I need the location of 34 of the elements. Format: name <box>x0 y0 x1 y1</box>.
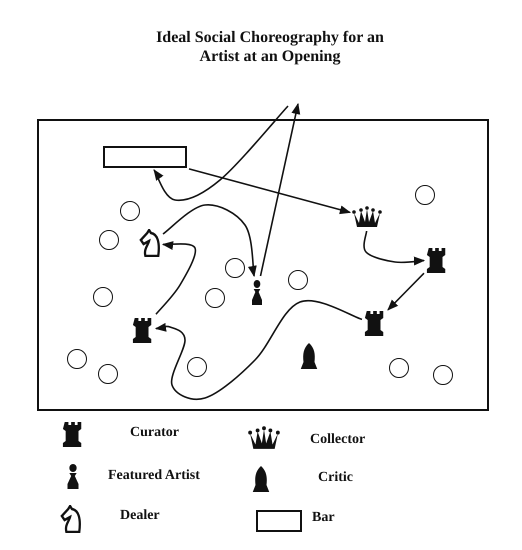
guest-circle <box>415 185 435 205</box>
rook-icon <box>426 246 448 274</box>
guest-circle <box>225 258 245 278</box>
legend-label: Critic <box>318 470 353 486</box>
arrow <box>363 230 426 266</box>
legend-label: Collector <box>310 432 366 448</box>
crown-icon <box>352 205 382 229</box>
legend-label: Bar <box>312 510 335 526</box>
legend-label: Featured Artist <box>108 468 200 484</box>
guest-circle <box>99 230 119 250</box>
arrow <box>188 168 352 214</box>
mitre-icon <box>298 342 320 370</box>
guest-circle <box>288 270 308 290</box>
guest-circle <box>93 287 113 307</box>
guest-circle <box>120 201 140 221</box>
guest-circle <box>205 288 225 308</box>
guest-circle <box>98 364 118 384</box>
guest-circle <box>187 357 207 377</box>
rook-icon <box>364 309 386 337</box>
legend-label: Dealer <box>120 508 160 524</box>
bar-box <box>103 146 187 168</box>
guest-circle <box>433 365 453 385</box>
guest-circle <box>67 349 87 369</box>
arrow <box>155 240 196 315</box>
arrow <box>260 102 300 276</box>
rook-icon <box>132 316 154 344</box>
arrow <box>153 105 289 202</box>
title: Ideal Social Choreography for an Artist at an Opening <box>155 28 385 66</box>
arrow <box>387 272 425 311</box>
arrow <box>154 300 362 400</box>
arrow <box>162 204 258 278</box>
knight-icon <box>139 229 161 257</box>
legend-label: Curator <box>130 425 179 441</box>
guest-circle <box>389 358 409 378</box>
